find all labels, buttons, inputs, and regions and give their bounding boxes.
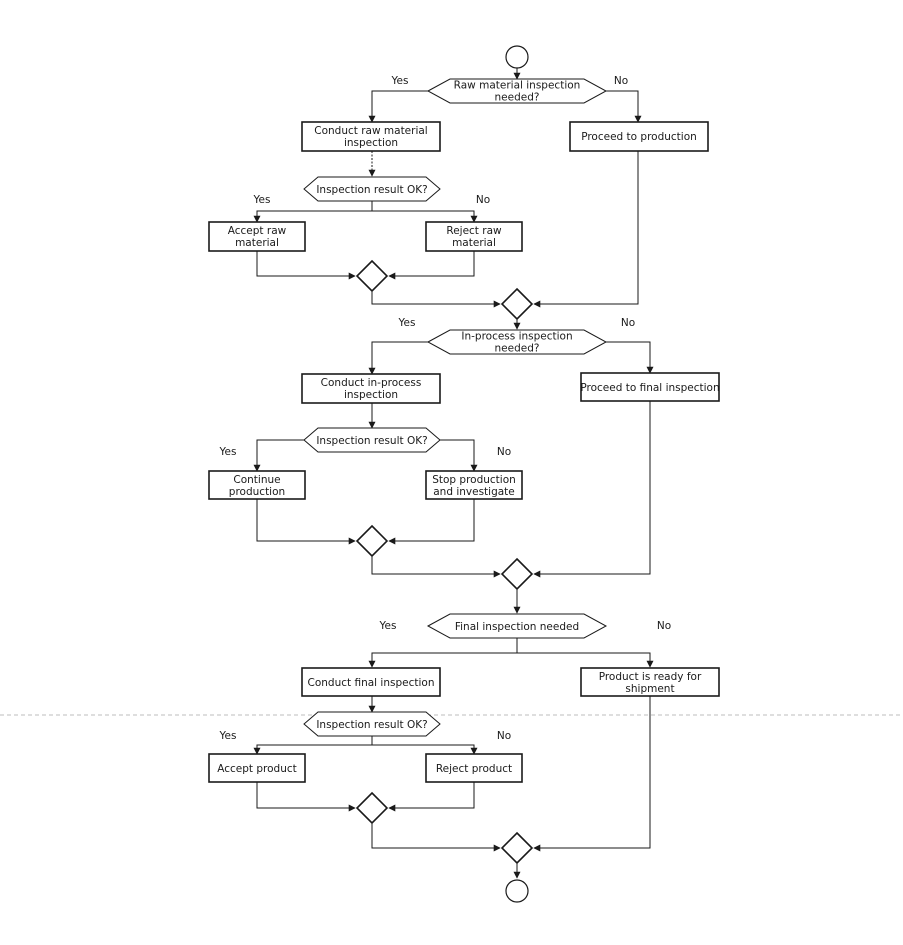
inprocess-reject-box: [425, 470, 523, 500]
edge-final-question-yes: [368, 638, 518, 668]
raw-result-no-label: No: [476, 194, 490, 206]
final-conduct-label: Conduct final inspection: [308, 677, 435, 689]
inprocess-accept-box: [208, 470, 306, 500]
edge-inprocess-merge-to-main-merge: [371, 556, 501, 578]
final-result-yes-label: Yes: [219, 730, 237, 742]
edge-final-reject-to-merge: [388, 782, 475, 812]
inprocess-result-hexagon: [303, 427, 441, 453]
edge-final-result-no: [372, 744, 478, 755]
final-merge-diamond: [355, 791, 389, 825]
final-question-label: Final inspection needed: [455, 621, 579, 633]
raw-result-label: Inspection result OK?: [316, 184, 427, 196]
inprocess-question-yes-label: Yes: [398, 317, 416, 329]
raw-result-hexagon: [303, 176, 441, 202]
raw-merge-diamond: [355, 259, 389, 293]
edge-inprocess-question-no: [606, 341, 654, 374]
inprocess-merge-diamond: [355, 524, 389, 558]
edge-final-merge-to-main-merge: [371, 823, 501, 852]
raw-result-yes-label: Yes: [253, 194, 271, 206]
edge-raw-accept-to-merge: [256, 251, 356, 280]
final-accept-label: Accept product: [217, 763, 297, 775]
final-question-hexagon: [426, 613, 608, 639]
raw-skip-label: Proceed to production: [581, 131, 697, 143]
edge-raw-skip-to-main-merge: [533, 151, 639, 308]
final-result-no-label: No: [497, 730, 511, 742]
edges: [253, 68, 654, 879]
main-merge-diamond-1: [500, 287, 534, 321]
final-question-yes-label: Yes: [379, 620, 397, 632]
edge-inprocess-result-yes: [253, 439, 304, 472]
final-skip-box: [580, 667, 720, 697]
edge-inprocess-accept-to-merge: [256, 499, 356, 545]
inprocess-result-label: Inspection result OK?: [316, 435, 427, 447]
raw-reject-box: [425, 221, 523, 252]
edge-final-skip-to-main-merge: [533, 696, 651, 852]
edge-inprocess-question-yes: [368, 341, 428, 375]
edge-raw-question-yes: [368, 90, 428, 123]
final-reject-box: [425, 753, 523, 783]
raw-question-hexagon: [426, 78, 608, 104]
final-question-no-label: No: [657, 620, 671, 632]
raw-skip-box: [569, 121, 709, 152]
final-conduct-box: [301, 667, 441, 697]
edge-inprocess-skip-to-main-merge: [533, 401, 651, 578]
inprocess-skip-box: [580, 372, 720, 402]
edge-final-accept-to-merge: [256, 782, 356, 812]
edge-raw-merge-to-main-merge: [371, 291, 501, 308]
final-result-label: Inspection result OK?: [316, 719, 427, 731]
inprocess-conduct-box: [301, 373, 441, 404]
inprocess-question-hexagon: [426, 329, 608, 355]
raw-conduct-box: [301, 121, 441, 152]
edge-raw-reject-to-merge: [388, 251, 475, 280]
end-node: [505, 879, 529, 903]
main-merge-diamond-2: [500, 557, 534, 591]
edge-final-result-yes: [253, 736, 373, 755]
main-merge-diamond-3: [500, 831, 534, 865]
edge-raw-question-no: [606, 90, 642, 123]
inprocess-skip-label: Proceed to final inspection: [580, 382, 719, 394]
inprocess-result-no-label: No: [497, 446, 511, 458]
inprocess-result-yes-label: Yes: [219, 446, 237, 458]
raw-question-yes-label: Yes: [391, 75, 409, 87]
final-result-hexagon: [303, 711, 441, 737]
edge-raw-result-no: [372, 210, 478, 223]
edge-final-question-no: [517, 652, 654, 668]
raw-question-no-label: No: [614, 75, 628, 87]
edge-raw-result-yes: [253, 201, 373, 223]
start-node: [505, 45, 529, 69]
raw-accept-box: [208, 221, 306, 252]
edge-inprocess-result-no: [440, 439, 478, 472]
edge-inprocess-reject-to-merge: [388, 499, 475, 545]
final-accept-box: [208, 753, 306, 783]
inprocess-question-no-label: No: [621, 317, 635, 329]
final-reject-label: Reject product: [436, 763, 512, 775]
